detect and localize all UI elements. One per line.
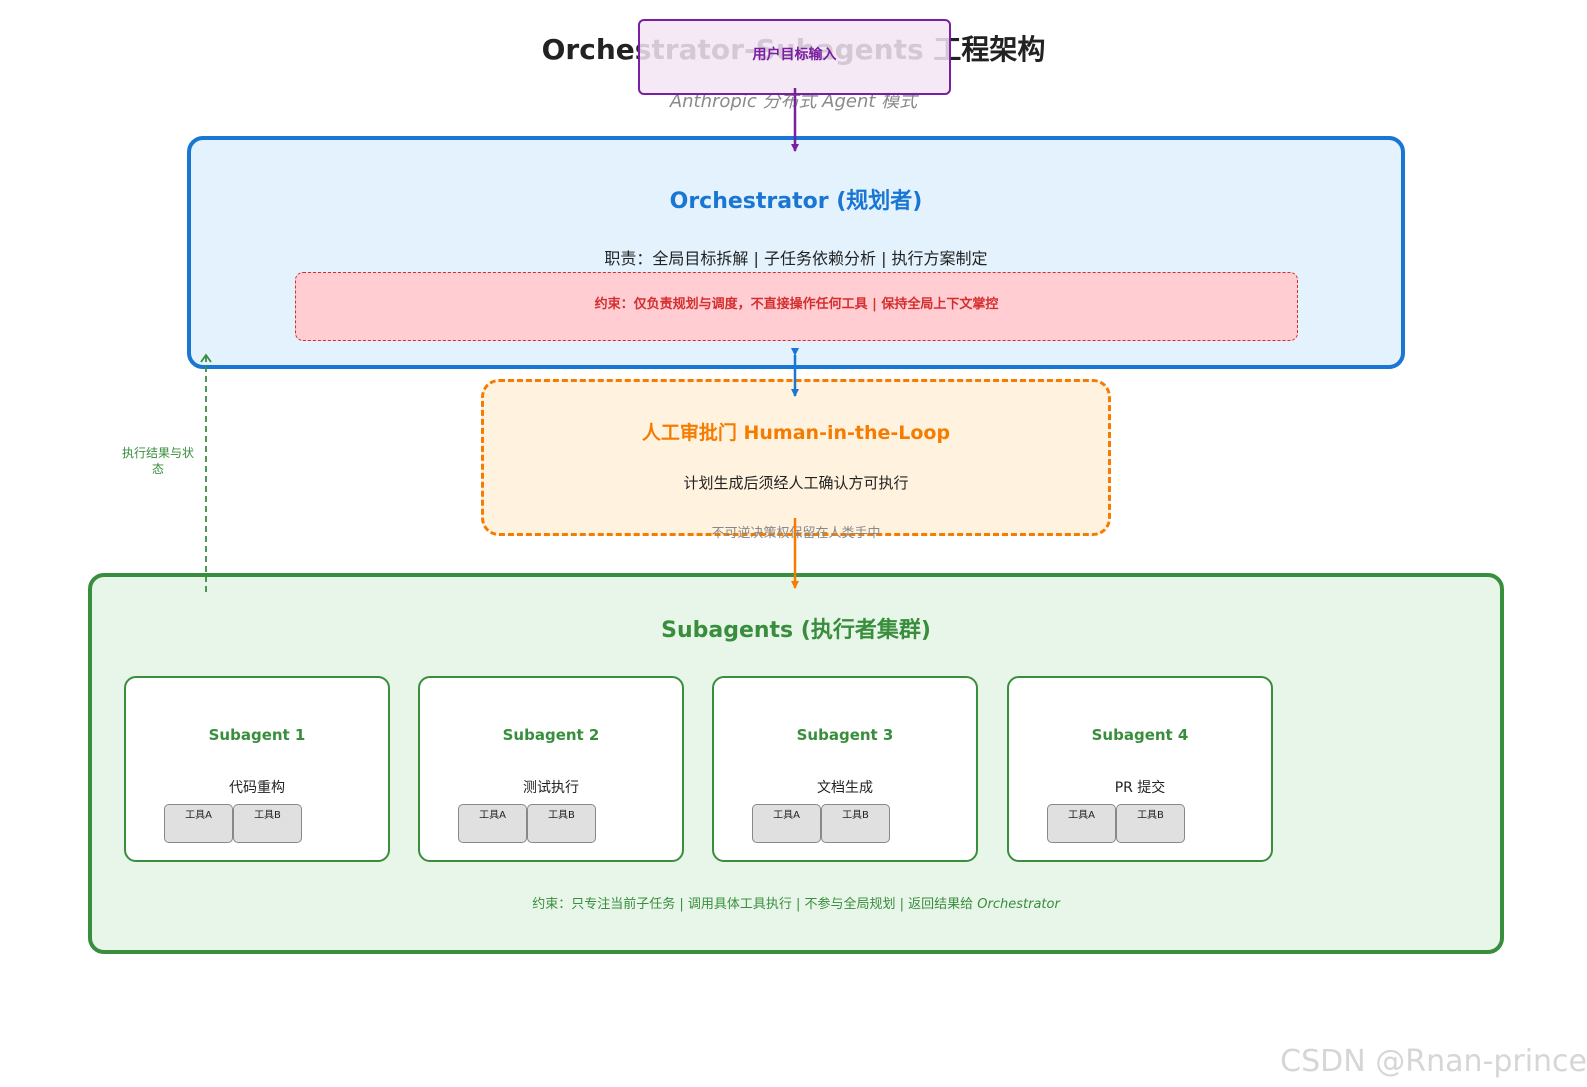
tool-chip: 工具B <box>527 804 596 843</box>
subagent-card: Subagent 1 代码重构 工具A 工具B <box>124 676 390 862</box>
feedback-arrow-head <box>200 353 212 363</box>
subagent-task: 测试执行 <box>523 780 579 796</box>
subagent-card: Subagent 4 PR 提交 工具A 工具B <box>1007 676 1273 862</box>
subagents-title: Subagents (执行者集群) <box>661 618 931 643</box>
subagents-constraint: 约束：只专注当前子任务 | 调用具体工具执行 | 不参与全局规划 | 返回结果给… <box>88 893 1504 912</box>
user-input-label: 用户目标输入 <box>752 47 837 63</box>
tool-chip: 工具B <box>821 804 890 843</box>
subagent-task: 代码重构 <box>229 780 285 796</box>
feedback-label: 执行结果与状态 <box>121 446 194 476</box>
orchestrator-constraint-box <box>295 272 1298 341</box>
subagents-constraint-target: Orchestrator <box>977 897 1060 912</box>
subagent-name: Subagent 4 <box>1091 726 1189 744</box>
subagent-name: Subagent 2 <box>502 726 600 744</box>
subagent-card: Subagent 2 测试执行 工具A 工具B <box>418 676 684 862</box>
subagent-task: PR 提交 <box>1114 780 1166 796</box>
diagram-subtitle: Anthropic 分布式 Agent 模式 <box>669 91 918 112</box>
orchestrator-constraint: 约束：仅负责规划与调度，不直接操作任何工具 | 保持全局上下文掌控 <box>594 297 999 312</box>
orchestrator-title: Orchestrator (规划者) <box>669 189 923 214</box>
tool-chip: 工具A <box>1047 804 1116 843</box>
human-gate-desc: 计划生成后须经人工确认方可执行 <box>683 474 909 492</box>
tool-chip: 工具A <box>752 804 821 843</box>
tool-chip: 工具A <box>458 804 527 843</box>
subagent-task: 文档生成 <box>817 780 873 796</box>
subagent-card: Subagent 3 文档生成 工具A 工具B <box>712 676 978 862</box>
watermark: CSDN @Rnan-prince <box>1280 1044 1587 1079</box>
tool-chip: 工具A <box>164 804 233 843</box>
tool-chip: 工具B <box>233 804 302 843</box>
subagent-name: Subagent 3 <box>796 726 894 744</box>
orchestrator-duty: 职责：全局目标拆解 | 子任务依赖分析 | 执行方案制定 <box>604 249 988 268</box>
tool-chip: 工具B <box>1116 804 1185 843</box>
subagent-name: Subagent 1 <box>208 726 306 744</box>
subagents-constraint-text: 约束：只专注当前子任务 | 调用具体工具执行 | 不参与全局规划 | 返回结果给 <box>532 897 978 912</box>
human-gate-title: 人工审批门 Human-in-the-Loop <box>641 422 951 444</box>
